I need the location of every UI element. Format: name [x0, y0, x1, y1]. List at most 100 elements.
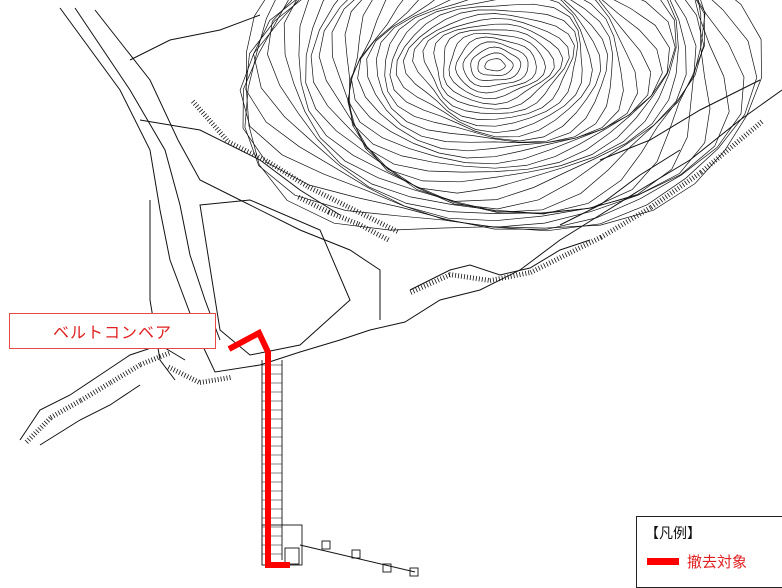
belt-conveyor-callout: ベルトコンベア: [9, 313, 216, 349]
hatch-mark: [84, 394, 89, 400]
hatch-mark: [222, 135, 227, 140]
hatch-mark: [527, 270, 530, 276]
coastline: [19, 7, 782, 446]
legend-red-line-swatch: [647, 558, 679, 565]
hatch-mark: [745, 131, 750, 136]
hatch-mark: [226, 375, 228, 381]
hatch-mark: [681, 182, 686, 187]
hatch-mark: [383, 235, 387, 241]
hatch-mark: [33, 431, 38, 436]
contour-line: [348, 0, 652, 165]
hatch-mark: [62, 407, 66, 413]
hatch-mark: [289, 174, 294, 179]
hatch-mark: [287, 172, 291, 178]
contour-line: [347, 0, 663, 169]
hatch-mark: [315, 188, 319, 194]
hatch-mark: [48, 416, 53, 421]
hatch-mark: [393, 227, 396, 233]
hatch-mark: [352, 219, 356, 225]
hatch-mark: [381, 234, 385, 240]
hatch-mark: [87, 393, 91, 398]
hatch-mark: [82, 396, 86, 401]
legend-box: 【凡例】 撤去対象: [636, 516, 782, 588]
contour-line: [305, 0, 687, 210]
hatch-mark: [284, 170, 289, 176]
hatch-mark: [625, 219, 629, 225]
hatch-mark: [355, 220, 359, 226]
contour-line: [239, 0, 730, 228]
hatch-mark: [312, 187, 316, 193]
hatch-mark: [102, 383, 107, 389]
hatch-mark: [575, 247, 578, 252]
hatch-mark: [107, 380, 112, 386]
hatch-mark: [344, 203, 348, 209]
hatch-mark: [200, 110, 206, 115]
hatch-mark: [463, 274, 466, 280]
hatch-mark: [439, 276, 443, 282]
hatch-mark: [448, 271, 451, 278]
hatch-mark: [208, 378, 211, 384]
contour-line: [443, 29, 555, 105]
contour-line: [331, 0, 676, 183]
hatch-mark: [478, 276, 481, 282]
hatch-mark: [454, 272, 457, 278]
hatch-mark: [738, 137, 743, 142]
hatch-mark: [513, 273, 515, 279]
hatch-mark: [305, 198, 309, 204]
hatch-mark: [659, 197, 664, 203]
contour-line: [477, 52, 514, 76]
hatch-mark: [300, 180, 304, 186]
hatch-mark: [376, 219, 380, 225]
hatch-mark: [294, 177, 299, 182]
hatch-mark: [543, 263, 547, 268]
hatch-mark: [757, 121, 762, 127]
hatch-mark: [127, 368, 131, 374]
hatch-mark: [117, 375, 121, 380]
contour-line: [283, 0, 705, 215]
hatch-mark: [691, 175, 695, 181]
hatch-mark: [561, 253, 565, 259]
hatch-mark: [548, 260, 552, 266]
hatch-mark: [324, 208, 328, 214]
hatch-mark: [415, 287, 418, 293]
hatch-mark: [540, 264, 544, 270]
hatch-mark: [248, 150, 252, 156]
hatch-mark: [227, 139, 231, 145]
hatch-mark: [202, 379, 205, 385]
contour-line: [422, 17, 570, 115]
hatch-mark: [715, 156, 720, 161]
hatch-mark: [43, 420, 48, 425]
hatch-mark: [532, 268, 536, 274]
hatch-mark: [333, 212, 336, 218]
hatch-mark: [521, 271, 524, 277]
hatch-mark: [328, 195, 332, 201]
hatch-mark: [202, 113, 208, 118]
hatch-mark: [664, 194, 668, 200]
hatch-mark: [220, 376, 222, 382]
hatch-mark: [661, 196, 666, 201]
hatch-mark: [648, 205, 652, 211]
hatch-mark: [208, 120, 214, 124]
hatch-mark: [336, 213, 339, 219]
hatch-mark: [569, 249, 573, 255]
hatch-mark: [657, 199, 661, 205]
hatch-mark: [583, 243, 587, 248]
hatch-mark: [580, 244, 584, 250]
hatch-mark: [318, 205, 322, 211]
hatch-mark: [214, 126, 219, 131]
hatch-mark: [507, 274, 510, 280]
hatch-mark: [442, 275, 446, 280]
hatch-mark: [212, 124, 217, 129]
hatch-mark: [374, 218, 378, 224]
hatch-mark: [243, 147, 247, 153]
hatch-mark: [347, 217, 350, 223]
hatch-mark: [390, 226, 394, 232]
hatch-mark: [344, 216, 348, 222]
hatch-mark: [178, 370, 182, 376]
hatch-mark: [607, 230, 611, 235]
hatch-mark: [326, 209, 330, 215]
hatch-mark: [310, 201, 314, 207]
hatch-mark: [654, 201, 659, 206]
hatch-mark: [559, 255, 563, 260]
